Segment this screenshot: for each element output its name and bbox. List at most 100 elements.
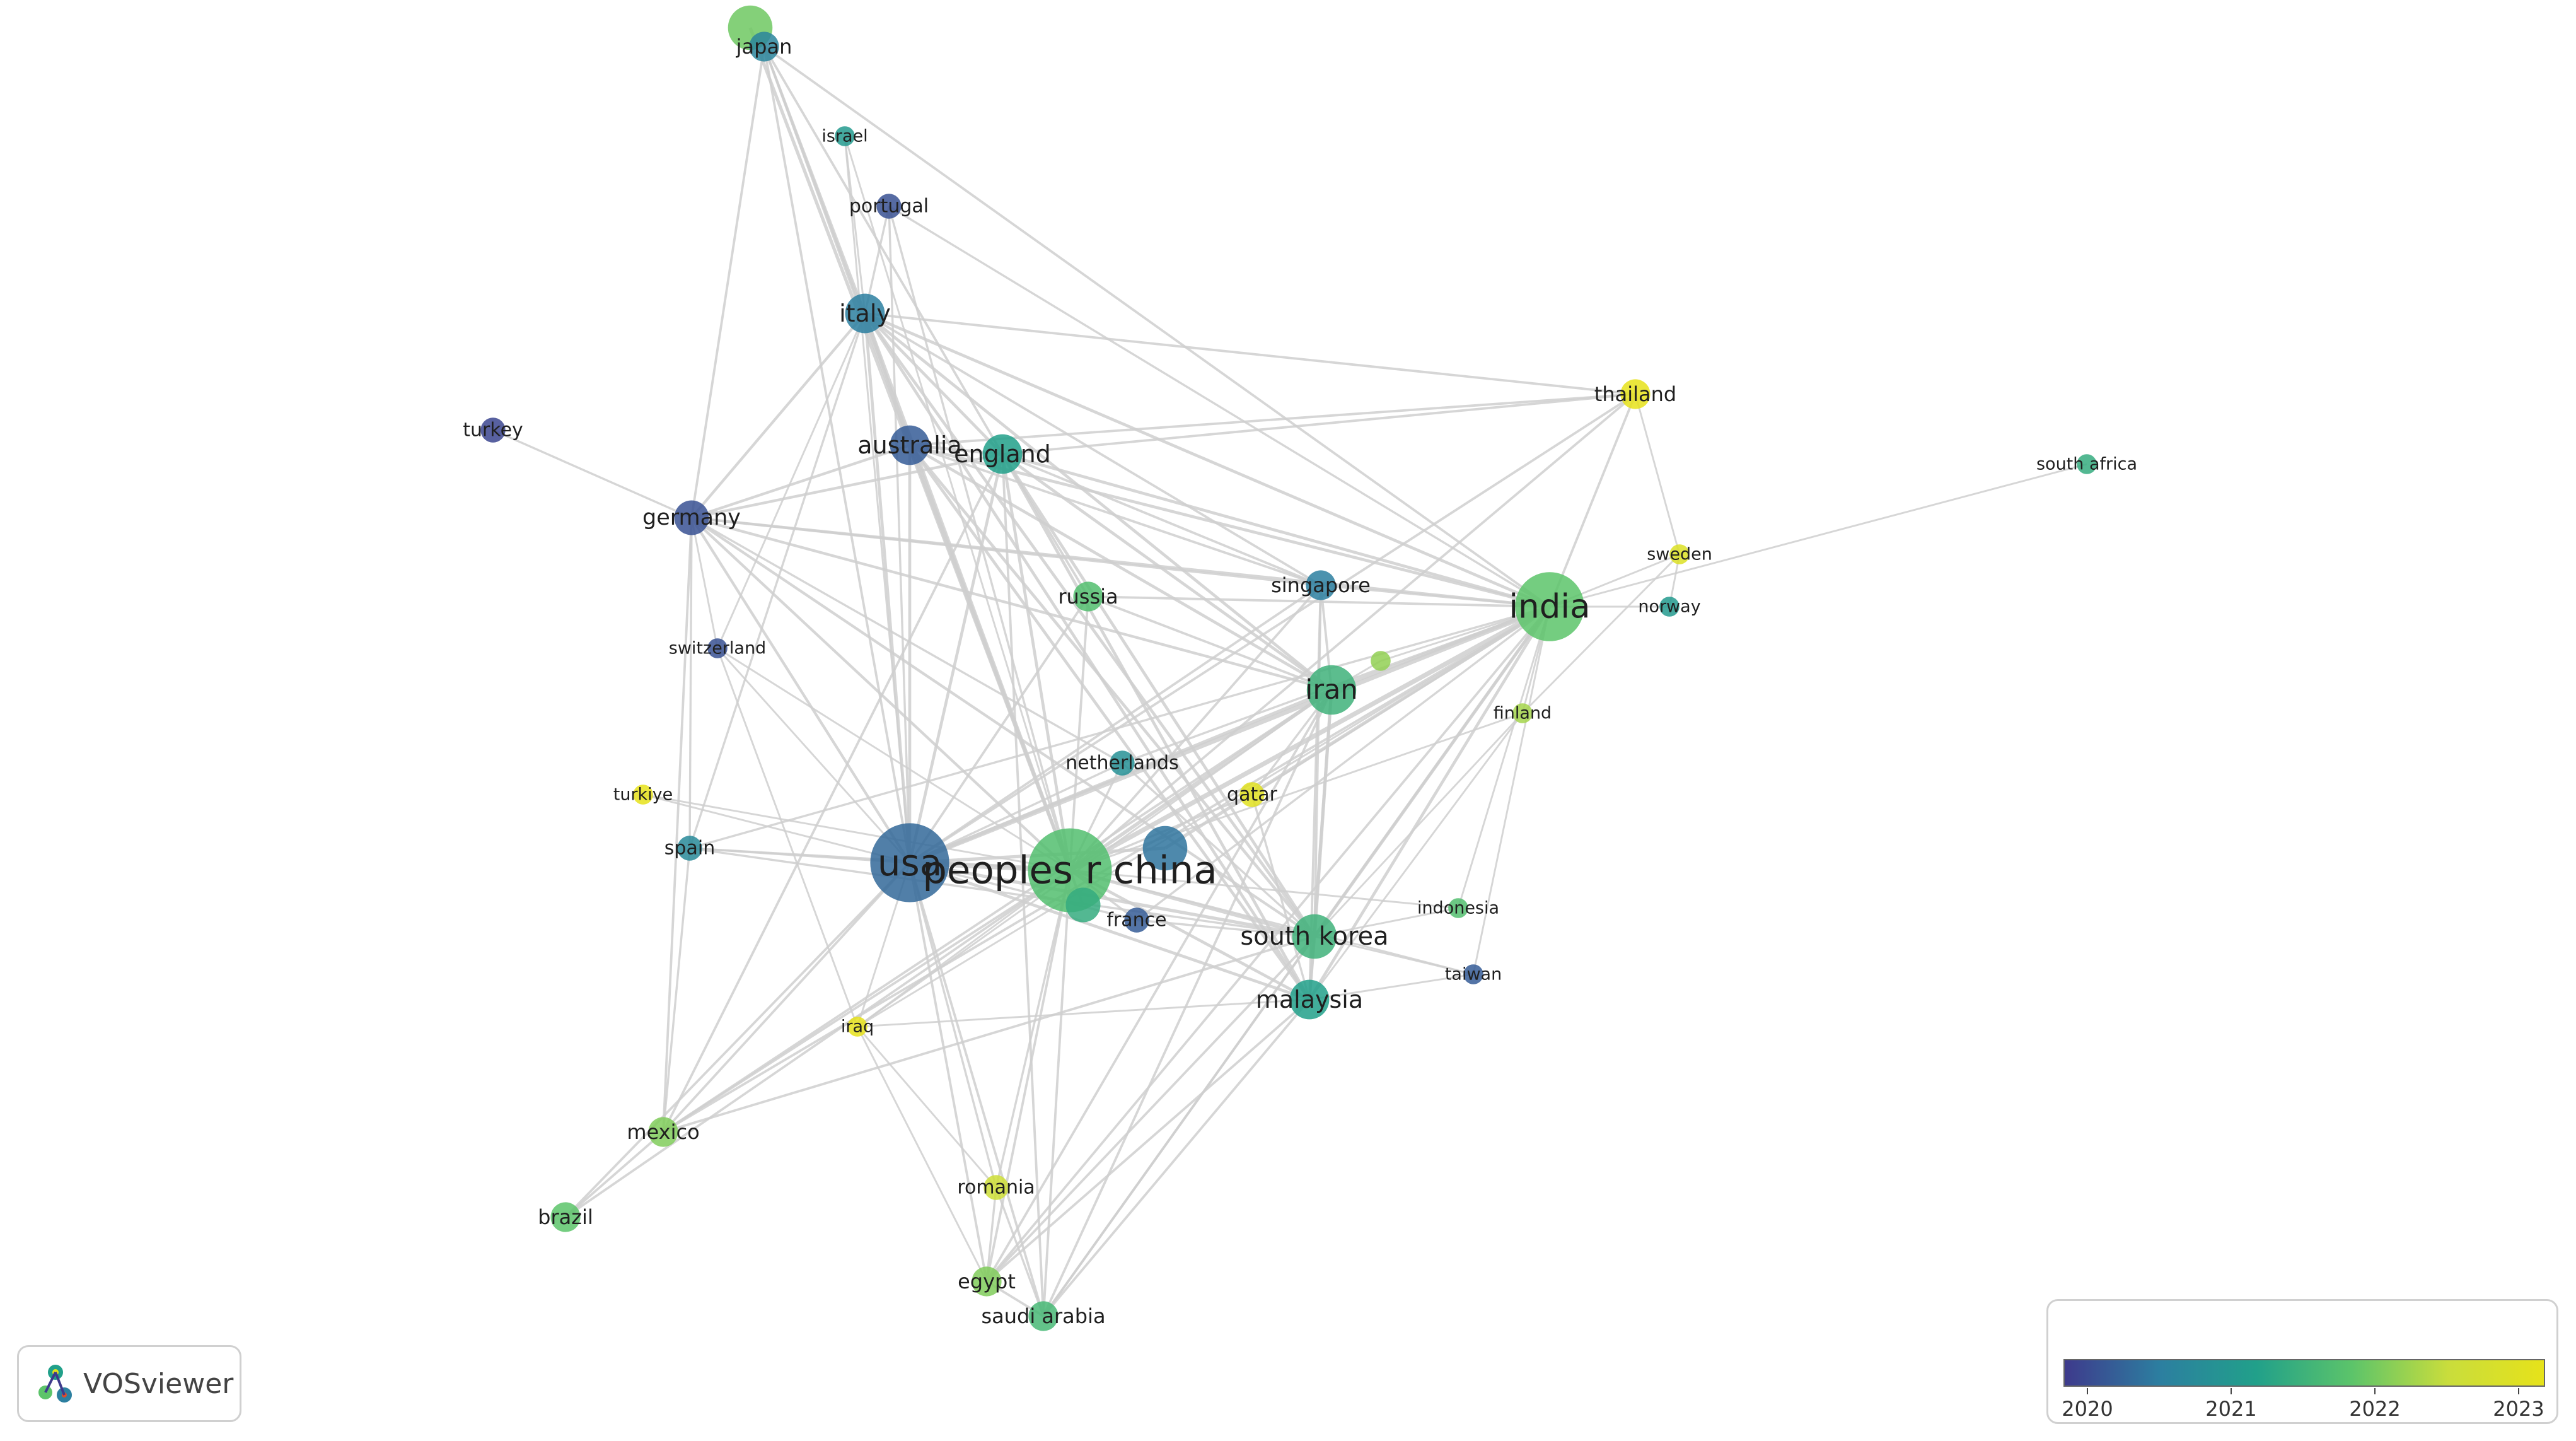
link-south-korea-taiwan <box>1314 935 1474 976</box>
node-japan[interactable] <box>749 32 779 62</box>
link-romania-saudi-arabia <box>995 1187 1045 1317</box>
link-italy-iran <box>864 312 1333 691</box>
label-usa: usa <box>878 841 943 884</box>
label-finland: finland <box>1494 704 1552 723</box>
link-india-iraq <box>857 605 1550 1028</box>
node-norway[interactable] <box>1659 597 1680 617</box>
link-italy-germany <box>690 312 866 519</box>
label-south-africa: south africa <box>2036 455 2137 474</box>
legend-tick-2023 <box>2518 1388 2519 1394</box>
node-indonesia[interactable] <box>1448 898 1468 918</box>
link-india-egypt <box>985 605 1551 1283</box>
label-france: france <box>1106 909 1166 931</box>
node-turkiye[interactable] <box>633 785 653 805</box>
node-netherlands[interactable] <box>1110 750 1135 776</box>
link-germany-iran <box>691 516 1332 692</box>
node-india[interactable] <box>1515 572 1584 641</box>
node-switzerland[interactable] <box>707 638 728 658</box>
link-india-unlabeled-3 <box>1164 605 1551 850</box>
node-egypt[interactable] <box>972 1266 1002 1297</box>
node-australia[interactable] <box>890 425 930 465</box>
label-romania: romania <box>957 1177 1035 1199</box>
link-germany-usa <box>690 516 911 864</box>
link-italy-malaysia <box>864 312 1311 1001</box>
label-malaysia: malaysia <box>1256 986 1363 1013</box>
label-india: india <box>1509 588 1590 626</box>
node-england[interactable] <box>982 434 1023 474</box>
link-malaysia-saudi-arabia <box>1042 998 1311 1317</box>
label-egypt: egypt <box>958 1269 1016 1293</box>
link-germany-switzerland <box>690 517 719 649</box>
link-italy-thailand <box>864 312 1636 395</box>
label-turkiye: turkiye <box>613 785 673 805</box>
node-iran[interactable] <box>1306 665 1357 715</box>
node-unlabeled-3[interactable] <box>1142 826 1188 871</box>
label-peoples-r-china: peoples r china <box>922 848 1217 893</box>
node-malaysia[interactable] <box>1289 979 1330 1020</box>
node-usa[interactable] <box>870 823 949 902</box>
link-germany-south-korea <box>690 516 1316 938</box>
link-usa-brazil <box>564 861 911 1218</box>
legend-label-2023: 2023 <box>2493 1397 2544 1421</box>
node-saudi-arabia[interactable] <box>1028 1301 1059 1331</box>
link-england-germany <box>691 452 1003 520</box>
node-france[interactable] <box>1124 907 1149 933</box>
link-sweden-finland <box>1521 553 1681 715</box>
link-switzerland-usa <box>716 648 911 863</box>
link-australia-germany <box>691 443 910 520</box>
link-turkey-germany <box>492 429 692 519</box>
link-germany-singapore <box>691 516 1321 586</box>
node-romania[interactable] <box>983 1175 1009 1200</box>
node-germany[interactable] <box>674 500 709 535</box>
link-portugal-peoples-r-china <box>888 206 1071 871</box>
link-peoples-r-china-romania <box>995 870 1071 1188</box>
link-england-malaysia <box>1001 453 1311 1001</box>
node-south-korea[interactable] <box>1292 914 1337 959</box>
node-qatar[interactable] <box>1239 782 1265 807</box>
label-mexico: mexico <box>627 1120 699 1144</box>
legend-tick-2021 <box>2231 1388 2232 1394</box>
node-russia[interactable] <box>1073 581 1103 612</box>
node-sweden[interactable] <box>1669 544 1690 564</box>
link-peoples-r-china-saudi-arabia <box>1042 870 1071 1317</box>
node-spain[interactable] <box>677 836 702 861</box>
vosviewer-logo: VOSviewer <box>17 1345 241 1422</box>
label-taiwan: taiwan <box>1445 965 1502 984</box>
node-portugal[interactable] <box>876 194 902 219</box>
link-russia-peoples-r-china <box>1069 596 1089 871</box>
node-unlabeled-2[interactable] <box>1065 887 1101 923</box>
label-south-korea: south korea <box>1240 922 1388 951</box>
node-unlabeled-1[interactable] <box>1371 651 1391 671</box>
link-turkiye-usa <box>642 793 910 864</box>
link-south-korea-indonesia <box>1314 907 1459 938</box>
link-russia-usa <box>908 595 1089 864</box>
link-thailand-usa <box>908 393 1637 864</box>
node-taiwan[interactable] <box>1463 964 1483 984</box>
link-finland-south-korea <box>1313 713 1524 937</box>
link-england-russia <box>1001 453 1089 597</box>
node-israel[interactable] <box>835 126 855 146</box>
link-italy-india <box>864 312 1550 609</box>
label-iraq: iraq <box>841 1017 874 1037</box>
link-singapore-india <box>1320 584 1550 608</box>
link-india-taiwan <box>1472 606 1551 975</box>
link-india-malaysia <box>1308 605 1552 1001</box>
legend-tick-2020 <box>2087 1388 2088 1394</box>
node-italy[interactable] <box>845 293 885 334</box>
node-mexico[interactable] <box>648 1117 678 1147</box>
node-south-africa[interactable] <box>2077 454 2097 474</box>
link-mexico-south-korea <box>663 935 1315 1133</box>
link-usa-saudi-arabia <box>908 862 1045 1317</box>
link-england-usa <box>908 453 1004 863</box>
link-iran-egypt <box>985 689 1333 1282</box>
node-finland[interactable] <box>1512 703 1533 723</box>
node-iraq[interactable] <box>847 1017 867 1037</box>
link-germany-netherlands <box>691 516 1123 764</box>
legend-label-2022: 2022 <box>2349 1397 2401 1421</box>
node-thailand[interactable] <box>1620 379 1651 409</box>
link-spain-south-korea <box>689 847 1315 938</box>
node-turkey[interactable] <box>480 417 506 443</box>
link-malaysia-egypt <box>985 998 1311 1283</box>
node-brazil[interactable] <box>550 1202 581 1232</box>
node-singapore[interactable] <box>1306 570 1336 600</box>
